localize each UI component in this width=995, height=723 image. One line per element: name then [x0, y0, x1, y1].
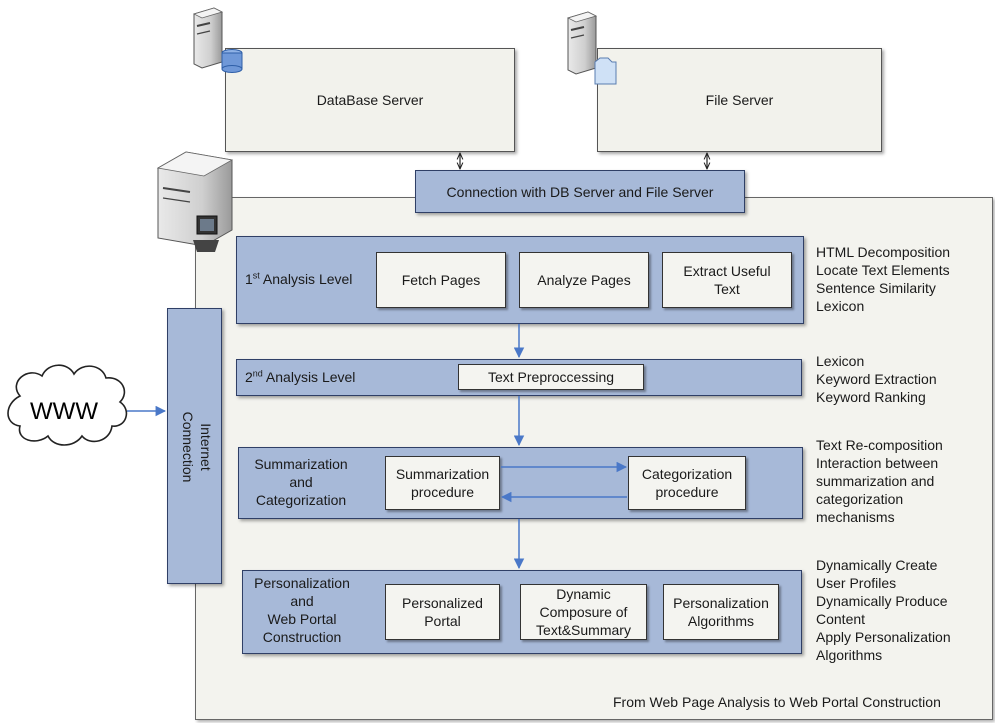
database-server-label: DataBase Server: [316, 92, 424, 108]
personalization-label: Personalization and Web Portal Construct…: [254, 575, 350, 645]
database-server-box: DataBase Server: [225, 48, 515, 152]
summarization-procedure-box: Summarization procedure: [385, 456, 500, 510]
fetch-pages-box: Fetch Pages: [376, 252, 506, 308]
fourth-level-notes: Dynamically Create User Profiles Dynamic…: [816, 557, 951, 663]
connection-bar-label: Connection with DB Server and File Serve…: [446, 183, 714, 200]
third-level-notes: Text Re-composition Interaction between …: [816, 437, 943, 525]
categorization-procedure-box: Categorization procedure: [628, 456, 746, 510]
www-cloud-icon: [7, 364, 128, 446]
first-level-notes: HTML Decomposition Locate Text Elements …: [816, 244, 951, 314]
footer-caption: From Web Page Analysis to Web Portal Con…: [613, 694, 941, 710]
extract-useful-text-box: Extract Useful Text: [662, 252, 792, 308]
internet-connection-label: Internet Connection: [180, 411, 214, 483]
internet-connection-bar: Internet Connection: [167, 308, 222, 584]
text-preprocessing-box: Text Preproccessing: [458, 364, 644, 390]
second-level-notes: Lexicon Keyword Extraction Keyword Ranki…: [816, 353, 937, 405]
analyze-pages-box: Analyze Pages: [519, 252, 649, 308]
second-analysis-level-label: 2nd Analysis Level: [245, 368, 356, 385]
dynamic-composure-box: Dynamic Composure of Text&Summary: [520, 584, 647, 640]
personalized-portal-box: Personalized Portal: [385, 584, 500, 640]
first-analysis-level-label: 1st Analysis Level: [245, 270, 353, 287]
connection-bar: Connection with DB Server and File Serve…: [415, 170, 745, 213]
summarization-categorization-label: Summarization and Categorization: [254, 456, 348, 508]
personalization-algorithms-box: Personalization Algorithms: [663, 584, 779, 640]
www-label: WWW: [30, 398, 98, 425]
file-server-label: File Server: [705, 92, 774, 108]
file-server-box: File Server: [597, 48, 882, 152]
